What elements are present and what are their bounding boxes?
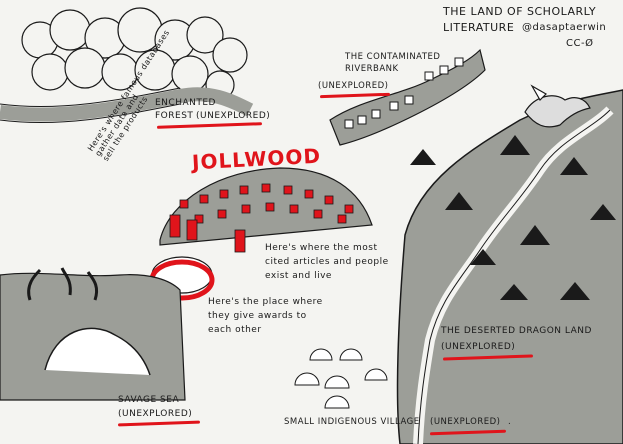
dragon-land-area	[396, 89, 623, 444]
sea-wave	[44, 327, 151, 376]
savage-sea-name: SAVAGE SEA	[118, 395, 180, 405]
license-label: CC-Ø	[566, 38, 594, 49]
riverbank-name-line2: RIVERBANK	[345, 64, 399, 74]
village-trailing-dot: .	[508, 417, 512, 427]
jollwood-houses	[169, 183, 354, 253]
awards-note-line1: Here's the place where	[208, 297, 323, 307]
volcanoes	[410, 135, 616, 300]
map-title-line2: LITERATURE	[443, 21, 515, 34]
author-handle: @dasaptaerwin	[522, 22, 607, 33]
village-huts	[294, 348, 388, 409]
riverbank-houses	[344, 57, 464, 129]
cited-note-line2: cited articles and people	[265, 257, 389, 267]
riverbank-name-line1: THE CONTAMINATED	[345, 52, 441, 62]
dragon	[524, 84, 591, 128]
dragon-land-name: THE DESERTED DRAGON LAND	[441, 326, 592, 336]
riverbank-status: (UNEXPLORED)	[318, 81, 389, 91]
awards-note-line3: each other	[208, 325, 262, 335]
forest-status: (UNEXPLORED)	[196, 111, 271, 121]
map-title-line1: THE LAND OF SCHOLARLY	[443, 5, 597, 18]
village-status: (UNEXPLORED)	[430, 417, 501, 427]
sea-tentacles	[27, 267, 99, 301]
forest-road	[0, 87, 254, 122]
forest-name-line1: ENCHANTED	[155, 98, 216, 108]
forest-name-line2: FOREST	[155, 111, 194, 121]
dragon-land-status: (UNEXPLORED)	[441, 342, 516, 352]
cited-note-line1: Here's where the most	[265, 243, 378, 253]
awards-note-line2: they give awards to	[208, 311, 307, 321]
cited-note-line3: exist and live	[265, 271, 332, 281]
village-name: SMALL INDIGENOUS VILLAGE	[284, 417, 420, 427]
savage-sea-status: (UNEXPLORED)	[118, 409, 193, 419]
enchanted-forest	[21, 7, 248, 100]
